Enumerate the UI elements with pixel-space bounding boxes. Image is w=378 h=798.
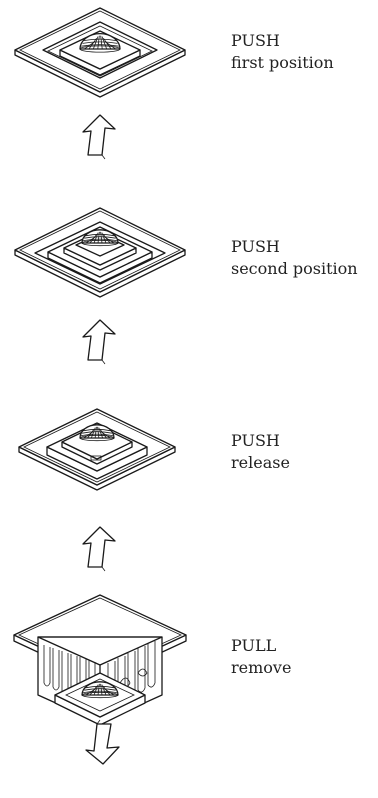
fixture-step-4 (13, 594, 187, 726)
step-4-instruction: remove (231, 658, 292, 677)
release-clip (90, 455, 102, 461)
fixture-step-1 (14, 7, 186, 98)
step-1-instruction: first position (231, 53, 334, 72)
arrow-up-icon (82, 526, 116, 572)
arrow-up-icon (82, 319, 116, 365)
step-3-instruction: release (231, 453, 290, 472)
step-4-caption: PULL remove (231, 635, 291, 679)
fixture-step-2 (14, 207, 186, 298)
arrow-down-icon (85, 719, 120, 765)
step-1-action: PUSH (231, 31, 280, 50)
step-3-caption: PUSH release (231, 430, 290, 474)
step-2-action: PUSH (231, 237, 280, 256)
arrow-up-icon (82, 114, 116, 160)
spring-clip-icon (137, 668, 148, 677)
step-2-instruction: second position (231, 259, 358, 278)
step-3-action: PUSH (231, 431, 280, 450)
step-4-action: PULL (231, 636, 277, 655)
step-2-caption: PUSH second position (231, 236, 358, 280)
step-1-caption: PUSH first position (231, 30, 334, 74)
fixture-step-3 (18, 408, 176, 491)
